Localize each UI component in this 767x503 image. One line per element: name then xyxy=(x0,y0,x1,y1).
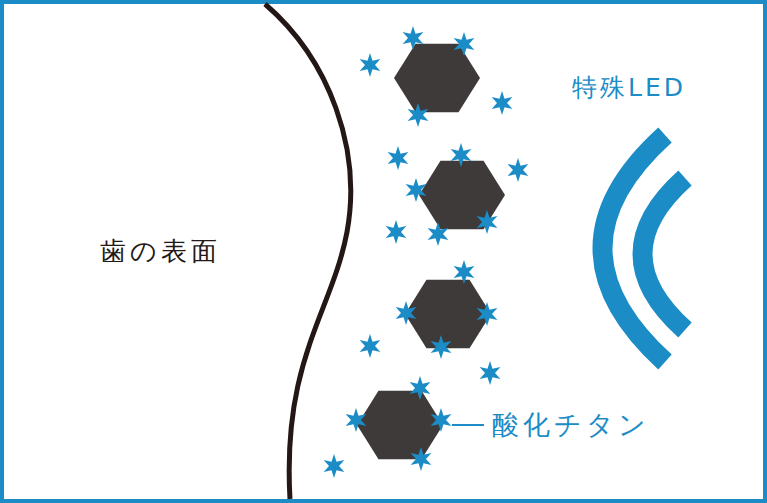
oxygen-star xyxy=(428,222,449,246)
particle-hexagon xyxy=(357,391,443,460)
oxygen-star xyxy=(431,408,452,432)
titanium-oxide-particles xyxy=(357,44,505,460)
oxygen-star xyxy=(477,302,498,326)
led-label: 特殊LED xyxy=(572,73,686,103)
oxygen-star xyxy=(411,447,432,471)
oxygen-star xyxy=(346,408,367,432)
titanium-oxide-label: 酸化チタン xyxy=(492,409,650,441)
oxygen-star xyxy=(477,210,498,234)
particle-hexagon xyxy=(394,44,480,113)
oxygen-star xyxy=(451,143,472,167)
oxygen-star xyxy=(360,334,381,358)
oxygen-star xyxy=(480,361,501,385)
tooth-surface-label: 歯の表面 xyxy=(100,236,221,267)
oxygen-star xyxy=(360,53,381,77)
oxygen-star xyxy=(492,91,513,115)
oxygen-star xyxy=(324,454,345,478)
oxygen-star xyxy=(386,220,407,244)
oxygen-star xyxy=(431,335,452,359)
oxygen-star xyxy=(403,26,424,50)
particle-hexagon xyxy=(405,280,491,349)
oxygen-star xyxy=(388,146,409,170)
oxygen-star xyxy=(508,158,529,182)
tooth-surface-line xyxy=(265,4,351,499)
oxygen-star xyxy=(406,178,427,202)
oxygen-star xyxy=(410,376,431,400)
oxygen-star xyxy=(396,301,417,325)
leader-line xyxy=(452,424,484,426)
oxygen-star xyxy=(408,103,429,127)
oxygen-star xyxy=(454,32,475,56)
led-wave-inner xyxy=(643,178,686,330)
oxygen-star xyxy=(454,260,475,284)
